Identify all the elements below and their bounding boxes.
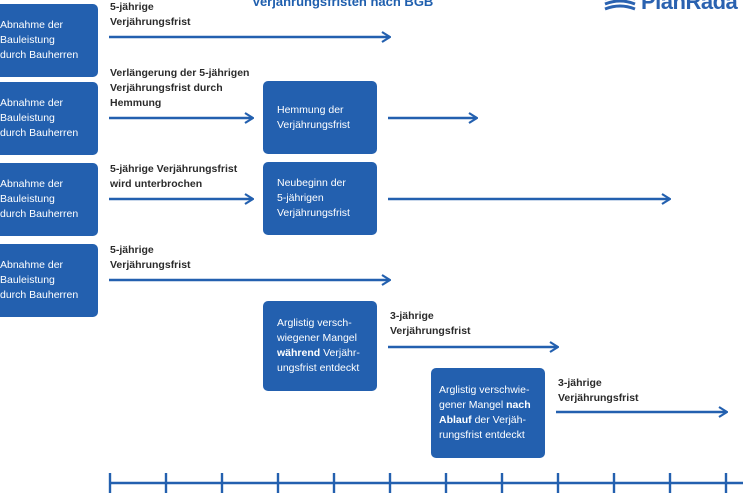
emphasis-text: während [277,347,321,359]
label-line: Verjährungsfrist [558,392,639,404]
start-box-line: Abnahme der [0,259,64,271]
start-box-line: durch Bauherren [0,289,79,301]
defect-box-line: rungsfrist entdeckt [439,428,531,443]
timeline [108,473,743,493]
start-box-row-1: Abnahme der Bauleistung durch Bauherren [0,4,98,77]
label-defect-1: 3-jährige Verjährungsfrist [390,309,471,339]
start-box-line: Bauleistung [0,112,55,124]
event-box-line: Hemmung der [277,103,344,116]
label-line: Verjährungsfrist durch [110,82,223,94]
label-line: Verjährungsfrist [390,325,471,337]
start-box-line: durch Bauherren [0,127,79,139]
box-text: Verjähr- [320,347,360,359]
start-box-line: Abnahme der [0,19,64,31]
diagram-title: Verjährungsfristen nach BGB [252,0,434,9]
event-box-line: 5-jährigen [277,192,324,204]
brand-mark-icon [604,0,636,11]
label-row-3: 5-jährige Verjährungsfrist wird unterbro… [110,162,237,192]
start-box-row-4: Abnahme der Bauleistung durch Bauherren [0,244,98,317]
label-row-1: 5-jährige Verjährungsfrist [110,0,191,30]
label-line: 5-jährige Verjährungsfrist [110,163,238,175]
label-line: 5-jährige [110,1,154,13]
label-line: Verjährungsfrist [110,16,191,28]
event-box-line: Verjährungsfrist [277,118,350,131]
defect-box-during: Arglistig versch-wiegener Mangel während … [263,301,377,391]
label-line: Verlängerung der 5-jährigen [110,67,250,79]
box-text: ungsfrist entdeckt [277,362,360,374]
defect-box-line: ungsfrist entdeckt [277,361,360,376]
defect-box-line: Ablauf der Verjäh- [439,413,531,428]
defect-box-line: während Verjähr- [277,346,360,361]
defect-box-line: wiegener Mangel [277,331,360,346]
start-box-line: durch Bauherren [0,208,79,220]
start-box-line: Bauleistung [0,193,55,205]
label-line: Hemmung [110,97,162,109]
event-box-hemmung: Hemmung der Verjährungsfrist [263,81,377,154]
box-text: wiegener Mangel [277,332,357,344]
start-box-line: Bauleistung [0,34,55,46]
box-text: Arglistig versch- [277,317,352,329]
box-text: Arglistig verschwie- [439,384,530,396]
event-box-line: Verjährungsfrist [277,207,350,219]
label-line: Verjährungsfrist [110,259,191,271]
start-box-line: durch Bauherren [0,49,79,61]
emphasis-text: Ablauf [439,414,472,426]
box-text: gener Mangel [439,399,507,411]
label-line: wird unterbrochen [110,178,203,190]
label-line: 5-jährige [110,244,154,256]
label-defect-2: 3-jährige Verjährungsfrist [558,376,639,406]
label-line: 3-jährige [390,310,434,322]
brand-logo: PlanRada [603,0,738,14]
start-box-line: Bauleistung [0,274,55,286]
defect-box-line: Arglistig versch- [277,316,360,331]
event-box-line: Neubeginn der [277,177,346,189]
emphasis-text: nach [506,399,531,411]
start-box-line: Abnahme der [0,97,64,109]
box-text: rungsfrist entdeckt [439,429,525,441]
start-box-line: Abnahme der [0,178,64,190]
label-line: 3-jährige [558,377,602,389]
label-row-4: 5-jährige Verjährungsfrist [110,243,191,273]
brand-name: PlanRada [641,0,738,14]
start-box-row-3: Abnahme der Bauleistung durch Bauherren [0,163,98,236]
defect-box-line: gener Mangel nach [439,398,531,413]
event-box-neubeginn: Neubeginn der 5-jährigen Verjährungsfris… [263,162,377,235]
label-row-2: Verlängerung der 5-jährigen Verjährungsf… [110,66,249,111]
defect-box-line: Arglistig verschwie- [439,383,531,398]
box-text: der Verjäh- [471,414,526,426]
start-box-row-2: Abnahme der Bauleistung durch Bauherren [0,82,98,155]
